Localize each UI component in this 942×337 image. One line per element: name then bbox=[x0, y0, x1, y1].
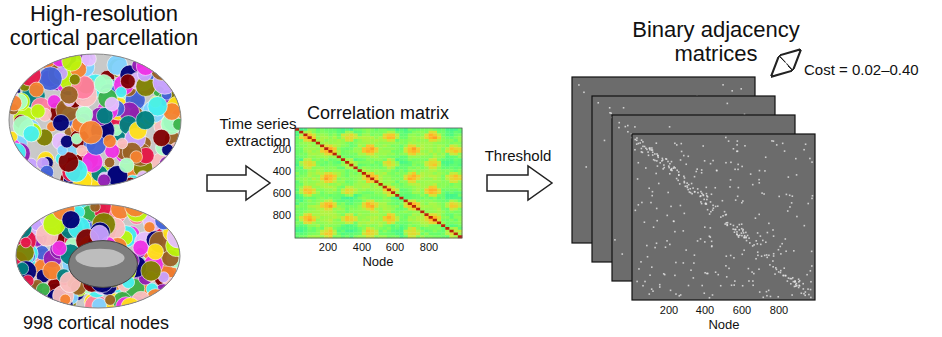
lateral-brain bbox=[0, 43, 193, 197]
tick-label: 600 bbox=[727, 304, 757, 316]
panel-title: Correlation matrix bbox=[268, 104, 488, 124]
binary-matrix bbox=[632, 134, 815, 300]
tick-label: 200 bbox=[261, 143, 291, 155]
cost-arrow bbox=[774, 52, 798, 74]
tick-label: 800 bbox=[414, 241, 444, 253]
tick-label: 600 bbox=[261, 187, 291, 199]
step-label: Threshold bbox=[473, 148, 563, 165]
block-arrow bbox=[207, 166, 270, 200]
block-arrow bbox=[487, 166, 552, 200]
tick-label: 400 bbox=[347, 241, 377, 253]
tick-label: 800 bbox=[261, 209, 291, 221]
panel-title: High-resolution cortical parcellation bbox=[1, 2, 207, 50]
tick-label: 400 bbox=[261, 165, 291, 177]
cost-label: Cost = 0.02–0.40 bbox=[804, 62, 919, 79]
tick-label: 400 bbox=[690, 304, 720, 316]
caption-text: 998 cortical nodes bbox=[0, 314, 196, 334]
panel-title: Binary adjacency matrices bbox=[611, 18, 821, 66]
medial-brain bbox=[7, 195, 190, 319]
step-label: Time series extraction bbox=[210, 116, 306, 149]
correlation-matrix bbox=[295, 128, 462, 238]
tick-label: 200 bbox=[654, 304, 684, 316]
axis-title: Node bbox=[694, 318, 754, 332]
tick-label: 800 bbox=[764, 304, 794, 316]
tick-label: 600 bbox=[380, 241, 410, 253]
axis-title: Node bbox=[348, 255, 408, 269]
tick-label: 200 bbox=[313, 241, 343, 253]
